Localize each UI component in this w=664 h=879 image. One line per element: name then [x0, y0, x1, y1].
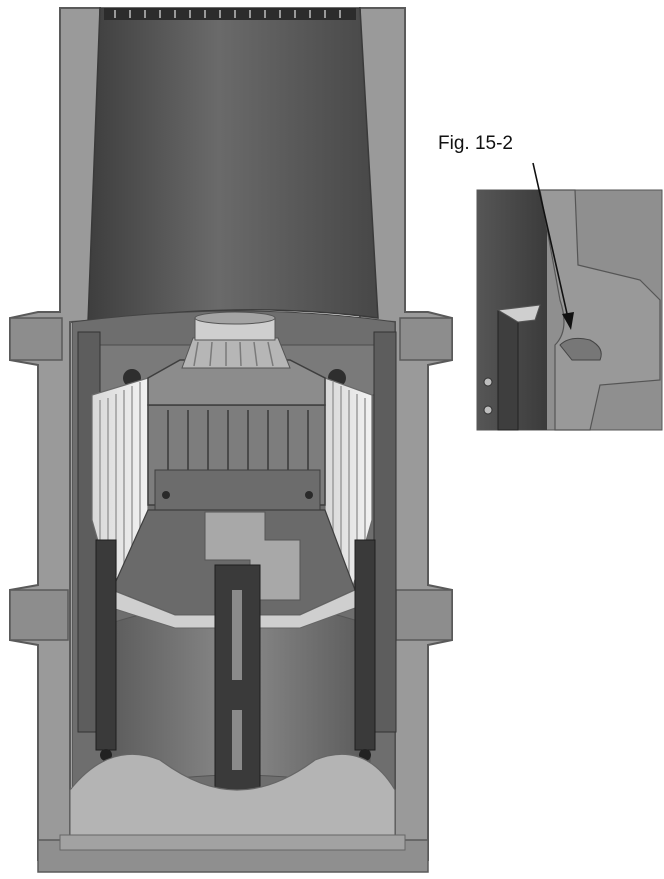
leg-left — [95, 539, 117, 751]
housing-right-step — [399, 317, 453, 361]
front-panel-ribs — [167, 410, 309, 470]
detail-inset-screw-upper — [483, 377, 493, 387]
right-rail — [373, 331, 397, 733]
stove-chute — [204, 511, 301, 601]
stove-plate — [154, 469, 321, 511]
flue-top-vent-slots — [114, 10, 341, 18]
leg-center-slot-lower — [232, 710, 242, 770]
housing-right-ledge — [395, 589, 453, 641]
figure-label: Fig. 15-2 — [438, 133, 513, 154]
housing-left-ledge — [9, 589, 69, 641]
detail-inset — [476, 189, 663, 431]
leg-center-slot-upper — [232, 590, 242, 680]
flue-collar-opening — [194, 311, 276, 325]
leg-left-foot — [100, 749, 112, 761]
base-plinth — [59, 753, 406, 851]
stove-body — [91, 377, 373, 629]
top-plate — [147, 359, 326, 406]
pointer-arrow-head — [562, 312, 574, 330]
detail-inset-groove — [559, 337, 602, 361]
detail-inset-wall — [539, 189, 661, 431]
housing-left-step — [9, 317, 63, 361]
detail-inset-rail — [497, 309, 519, 431]
legs — [95, 539, 376, 819]
base-plinth-foot — [59, 834, 406, 851]
plate-bolt-left — [162, 491, 170, 499]
stove-top — [147, 311, 326, 406]
collar-ribs — [193, 341, 274, 367]
detail-inset-hook — [496, 304, 541, 323]
flue-collar-cone — [181, 337, 291, 369]
flue-top-vent — [104, 8, 356, 20]
flue-duct — [87, 7, 379, 323]
detail-inset-screw-lower — [483, 405, 493, 415]
pointer-arrow — [532, 162, 574, 330]
plate-bolt-right — [305, 491, 313, 499]
leg-right — [354, 539, 376, 751]
